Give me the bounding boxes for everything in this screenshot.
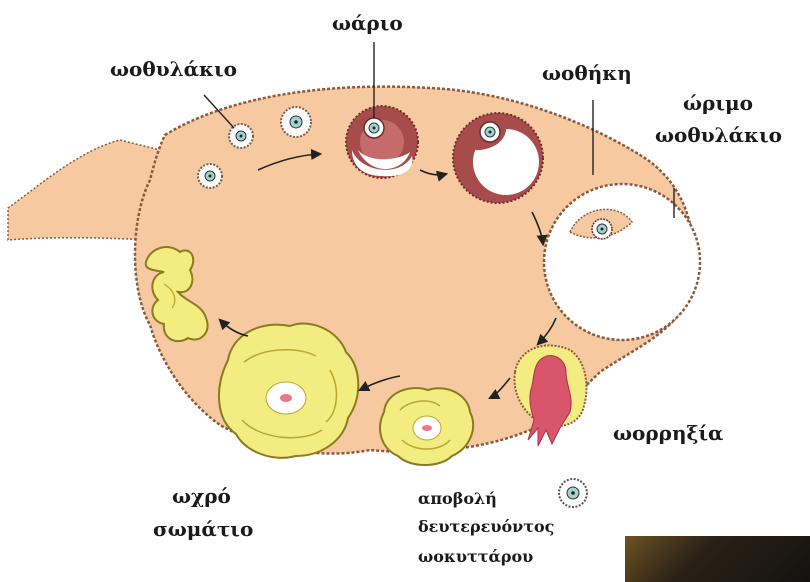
early-corpus-luteum xyxy=(380,388,473,465)
label-mature-follicle-line2: ωοθυλάκιο xyxy=(655,124,782,147)
label-ovulation: ωορρηξία xyxy=(613,422,723,445)
label-follicle: ωοθυλάκιο xyxy=(110,58,237,81)
label-corpus-line2: σωμάτιο xyxy=(153,518,253,541)
mature-follicle xyxy=(544,184,700,340)
released-oocyte xyxy=(559,479,587,507)
label-release-line3: ωοκυττάρου xyxy=(418,548,533,566)
label-corpus-line1: ωχρό xyxy=(172,485,231,508)
primordial-follicle xyxy=(198,164,222,188)
label-ovary: ωοθήκη xyxy=(542,62,632,85)
antral-follicle xyxy=(453,113,543,203)
corpus-luteum xyxy=(219,324,358,458)
corner-photo-fragment xyxy=(625,536,810,582)
growing-follicle xyxy=(346,106,418,178)
secondary-follicle xyxy=(281,107,311,137)
label-ovum: ωάριο xyxy=(332,12,403,35)
label-release-line2: δευτερευόντος xyxy=(418,518,554,536)
primary-follicle xyxy=(229,124,253,148)
label-mature-follicle-line1: ώριμο xyxy=(683,92,753,115)
label-release-line1: αποβολή xyxy=(418,490,497,508)
